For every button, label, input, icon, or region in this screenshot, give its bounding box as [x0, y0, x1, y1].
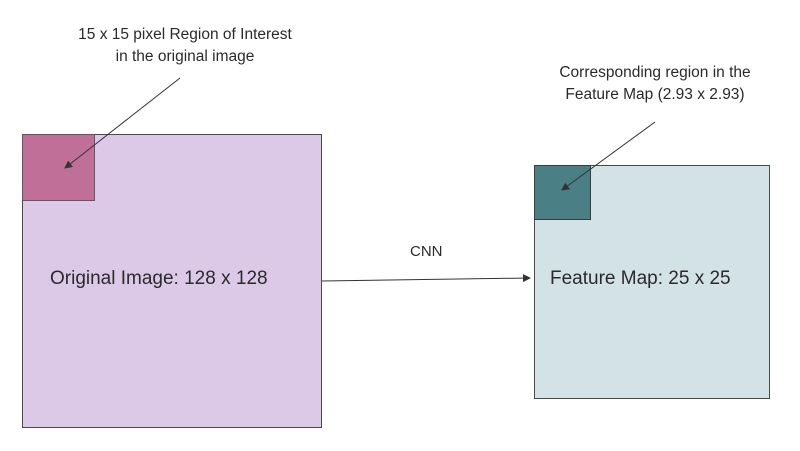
- feature-map-label: Feature Map: 25 x 25: [550, 268, 731, 289]
- cnn-arrow-label: CNN: [410, 243, 443, 260]
- cnn-arrow: [321, 274, 531, 283]
- roi-annotation-line-1: 15 x 15 pixel Region of Interest: [78, 26, 292, 43]
- original-roi-box: [22, 134, 95, 201]
- feature-map-roi-box: [534, 165, 591, 220]
- feature-map-annotation-line-2: Feature Map (2.93 x 2.93): [565, 86, 745, 103]
- roi-annotation-line-2: in the original image: [115, 48, 255, 65]
- original-image-label: Original Image: 128 x 128: [50, 268, 268, 289]
- feature-map-annotation-line-1: Corresponding region in the: [559, 64, 751, 81]
- feature-map-annotation: Corresponding region in the Feature Map …: [520, 62, 790, 106]
- roi-annotation: 15 x 15 pixel Region of Interest in the …: [40, 24, 330, 68]
